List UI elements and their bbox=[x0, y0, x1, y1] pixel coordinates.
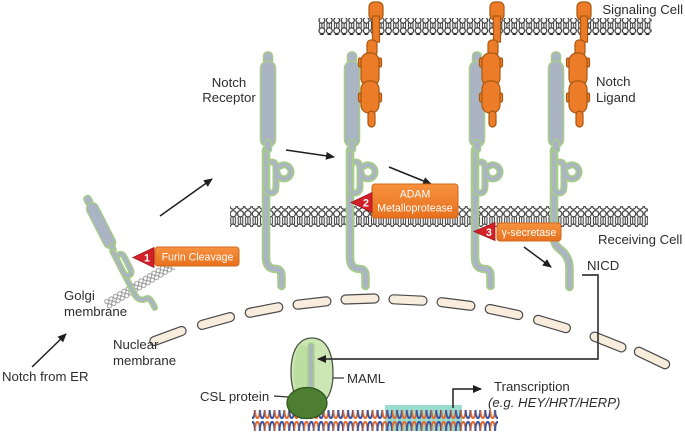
nuclear-membrane-label-line1: Nuclear bbox=[113, 337, 159, 352]
adam-label-line2: Metalloprotease bbox=[377, 203, 452, 215]
arrow-transcription bbox=[452, 385, 482, 408]
secretase-label: γ-secretase bbox=[502, 227, 557, 239]
maml-label: MAML bbox=[347, 371, 385, 386]
notch-ligand-shape bbox=[478, 1, 505, 128]
step-gamma-secretase: 3 γ-secretase bbox=[472, 221, 562, 242]
nuclear-membrane-capsule bbox=[633, 346, 671, 370]
golgi-membrane-chain bbox=[103, 260, 176, 310]
golgi-membrane-label-line2: membrane bbox=[64, 304, 127, 319]
arrow-to-adam bbox=[388, 166, 432, 185]
notch-receptor-shape bbox=[261, 52, 291, 286]
notch-ligand-label-line1: Notch bbox=[596, 74, 630, 89]
nuclear-membrane-capsule bbox=[532, 314, 572, 334]
notch-from-er-label: Notch from ER bbox=[2, 369, 88, 384]
nuclear-membrane-capsule bbox=[292, 296, 332, 310]
arrow-golgi-to-receptor bbox=[159, 178, 213, 217]
secretase-box bbox=[496, 222, 562, 242]
adam-label-line1: ADAM bbox=[400, 189, 431, 201]
nuclear-membrane-label-line2: membrane bbox=[113, 353, 176, 368]
csl-protein-shape bbox=[286, 386, 328, 420]
signaling-cell-membrane bbox=[318, 18, 652, 35]
nuclear-membrane-capsule bbox=[436, 297, 476, 311]
nicd-label: NICD bbox=[587, 258, 619, 273]
furin-cleavage-label: Furin Cleavage bbox=[162, 252, 234, 264]
nuclear-membrane-capsule bbox=[388, 294, 428, 306]
notch-receptor-label-line2: Receptor bbox=[202, 90, 256, 105]
step-furin-cleavage: 1 Furin Cleavage bbox=[132, 246, 240, 269]
step-1-triangle-icon bbox=[132, 246, 155, 269]
arrow-secretase-to-nicd bbox=[523, 246, 552, 268]
step-1-number: 1 bbox=[144, 253, 150, 265]
step-3-triangle-icon bbox=[472, 221, 496, 242]
nuclear-membrane-capsule bbox=[589, 331, 627, 353]
notch-ligand-shape bbox=[565, 1, 592, 128]
transcription-label-line2: (e.g. HEY/HRT/HERP) bbox=[488, 395, 620, 410]
receiving-cell-label: Receiving Cell bbox=[598, 232, 682, 247]
step-3-number: 3 bbox=[486, 227, 492, 239]
nuclear-membrane-capsule bbox=[149, 325, 187, 347]
signaling-cell-label: Signaling Cell bbox=[602, 2, 683, 17]
arrow-notch-from-er bbox=[31, 333, 67, 368]
transcription-label-line1: Transcription bbox=[494, 379, 570, 394]
notch-ligand-label-line2: Ligand bbox=[596, 90, 636, 105]
notch-receptor-cleaved bbox=[549, 52, 579, 292]
golgi-membrane-label-line1: Golgi bbox=[64, 288, 95, 303]
csl-tick bbox=[273, 395, 289, 398]
golgi-immature-notch-receptor bbox=[83, 194, 158, 311]
maml-complex bbox=[286, 337, 334, 420]
nuclear-membrane-capsule bbox=[196, 312, 236, 330]
nuclear-membrane-capsule bbox=[484, 303, 524, 321]
step-2-number: 2 bbox=[363, 198, 369, 210]
nuclear-membrane-capsule bbox=[244, 302, 284, 318]
notch-receptor-label-line1: Notch bbox=[212, 75, 246, 90]
furin-cleavage-box bbox=[154, 246, 240, 267]
step-2-triangle-icon bbox=[350, 191, 373, 214]
nuclear-membrane bbox=[149, 293, 671, 370]
csl-protein-label: CSL protein bbox=[200, 389, 269, 404]
step-adam-metalloprotease: 2 ADAM Metalloprotease bbox=[350, 183, 459, 219]
nuclear-membrane-capsule bbox=[340, 293, 380, 305]
notch-ligand-shape bbox=[357, 1, 384, 128]
arrow-receptor-to-ligandbound bbox=[285, 149, 335, 160]
arrow-nicd-to-nucleus bbox=[317, 274, 599, 363]
dna-helix bbox=[252, 410, 498, 431]
